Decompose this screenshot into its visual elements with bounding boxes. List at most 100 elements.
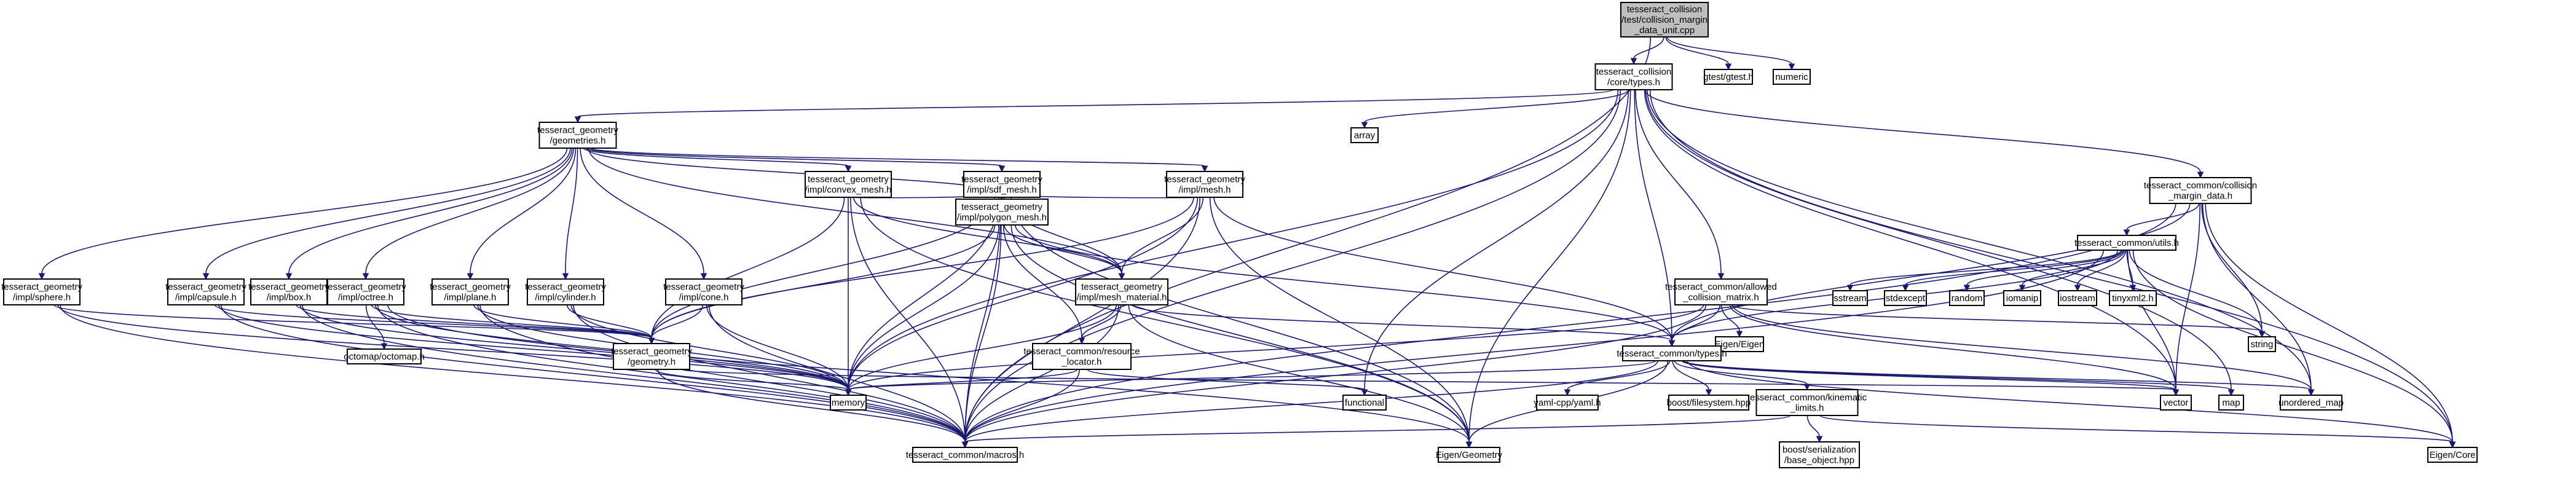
node-label: stdexcept — [1886, 293, 1926, 304]
node-label: /impl/sdf_mesh.h — [967, 185, 1036, 195]
arrowhead — [2258, 331, 2266, 338]
node-cone[interactable]: tesseract_geometry/impl/cone.h — [663, 278, 744, 305]
edge-geometries-to-box — [288, 148, 573, 274]
edge-margin-data-to-utils — [2126, 203, 2200, 230]
edge-polygon-mesh-to-macros — [964, 224, 1002, 443]
node-box — [1884, 290, 1927, 306]
node-label: boost/filesystem.hpp — [1667, 398, 1751, 408]
node-unordered-map[interactable]: unordered_map — [2279, 395, 2344, 411]
node-eigen-eigen[interactable]: Eigen/Eigen — [1715, 336, 1765, 352]
node-label: /impl/cylinder.h — [535, 293, 596, 303]
node-label: numeric — [1775, 72, 1808, 82]
edge-sdf-mesh-to-memory — [848, 197, 999, 390]
node-label: /impl/convex_mesh.h — [805, 185, 892, 195]
node-iomanip[interactable]: iomanip — [2003, 290, 2041, 306]
edge-mesh-to-mesh-material — [1121, 197, 1204, 274]
edge-types-common-to-boost-fs — [1672, 360, 1709, 390]
node-types-collision[interactable]: tesseract_collision/core/types.h — [1594, 63, 1673, 90]
edge-sdf-mesh-to-macros — [964, 197, 1002, 443]
node-label: tesseract_common/resource — [1023, 347, 1140, 357]
node-box — [830, 395, 867, 411]
node-stdexcept[interactable]: stdexcept — [1884, 290, 1927, 306]
node-geometry-h[interactable]: tesseract_geometry/geometry.h — [611, 343, 692, 370]
arrowhead — [467, 273, 474, 280]
edge-octree-to-eigen-geometry — [387, 304, 1470, 443]
node-box — [1622, 345, 1722, 361]
node-boost-serial[interactable]: boost/serialization/base_object.hpp — [1779, 441, 1860, 468]
node-eigen-core[interactable]: Eigen/Core — [2427, 447, 2478, 463]
node-label: Eigen/Eigen — [1715, 339, 1765, 350]
node-allowed-collision[interactable]: tesseract_common/allowed_collision_matri… — [1665, 278, 1777, 305]
edge-margin-data-to-vector — [2175, 203, 2200, 390]
node-utils[interactable]: tesseract_common/utils.h — [2074, 235, 2179, 251]
node-iostream[interactable]: iostream — [2058, 290, 2097, 306]
node-box — [2218, 395, 2244, 411]
node-kinematic-limits[interactable]: tesseract_common/kinematic_limits.h — [1747, 389, 1867, 416]
node-box[interactable]: tesseract_geometry/impl/box.h — [248, 278, 329, 305]
node-octree[interactable]: tesseract_geometry/impl/octree.h — [325, 278, 406, 305]
node-numeric[interactable]: numeric — [1773, 69, 1811, 85]
node-box — [1832, 290, 1868, 306]
edge-utils-to-stdexcept — [1905, 250, 2123, 286]
node-convex-mesh[interactable]: tesseract_geometry/impl/convex_mesh.h — [805, 171, 892, 198]
edge-types-common-to-macros — [964, 360, 1658, 443]
node-array[interactable]: array — [1350, 127, 1379, 143]
edge-margin-data-to-eigen-core — [2205, 203, 2453, 443]
node-box — [250, 278, 328, 305]
node-label: array — [1354, 130, 1376, 141]
node-box — [1166, 171, 1243, 198]
edge-utils-to-eigen-core — [2132, 250, 2453, 443]
node-vector[interactable]: vector — [2160, 395, 2192, 411]
node-label: tesseract_geometry — [1081, 282, 1162, 293]
node-label: functional — [1345, 398, 1384, 408]
node-label: /impl/mesh_material.h — [1077, 293, 1167, 303]
edge-types-common-to-unordered-map — [1684, 360, 2312, 390]
edge-types-collision-to-functional — [1364, 89, 1629, 390]
edge-mesh-to-types-common — [1213, 197, 1672, 341]
edge-root-to-types-collision — [1633, 36, 1664, 59]
edge-mesh-material-to-eigen-geometry — [1128, 304, 1470, 443]
node-label: unordered_map — [2279, 398, 2344, 408]
node-boost-fs[interactable]: boost/filesystem.hpp — [1667, 395, 1751, 411]
node-cylinder[interactable]: tesseract_geometry/impl/cylinder.h — [525, 278, 606, 305]
node-plane[interactable]: tesseract_geometry/impl/plane.h — [430, 278, 511, 305]
arrowhead — [1361, 389, 1368, 396]
node-octomap[interactable]: octomap/octomap.h — [344, 348, 425, 364]
node-resource-locator[interactable]: tesseract_common/resource_locator.h — [1023, 343, 1140, 370]
node-box — [1438, 447, 1500, 463]
node-polygon-mesh[interactable]: tesseract_geometry/impl/polygon_mesh.h — [955, 199, 1049, 226]
node-yaml[interactable]: yaml-cpp/yaml.h — [1534, 395, 1601, 411]
node-geometries[interactable]: tesseract_geometry/geometries.h — [537, 122, 618, 149]
node-types-common[interactable]: tesseract_common/types.h — [1617, 345, 1727, 361]
node-string[interactable]: string — [2248, 336, 2276, 352]
arrowhead — [202, 273, 210, 280]
edge-allowed-collision-to-vector — [1730, 304, 2176, 390]
node-box — [538, 122, 617, 149]
node-label: iostream — [2060, 293, 2095, 304]
edge-kinematic-limits-to-macros — [964, 415, 1791, 443]
node-sphere[interactable]: tesseract_geometry/impl/sphere.h — [1, 278, 82, 305]
node-sstream[interactable]: sstream — [1832, 290, 1868, 306]
node-functional[interactable]: functional — [1342, 395, 1387, 411]
node-label: sstream — [1834, 293, 1866, 304]
node-macros[interactable]: tesseract_common/macros.h — [906, 447, 1025, 463]
node-box — [1342, 395, 1387, 411]
edge-mesh-material-to-memory — [848, 304, 1117, 390]
node-label: tesseract_common/macros.h — [906, 450, 1025, 460]
edge-cylinder-to-memory — [570, 304, 849, 390]
node-capsule[interactable]: tesseract_geometry/impl/capsule.h — [165, 278, 246, 305]
node-margin-data[interactable]: tesseract_common/collision_margin_data.h — [2144, 177, 2257, 204]
node-gtest[interactable]: gtest/gtest.h — [1703, 69, 1754, 85]
arrowhead — [1963, 285, 1971, 292]
node-sdf-mesh[interactable]: tesseract_geometry/impl/sdf_mesh.h — [961, 171, 1042, 198]
node-random[interactable]: random — [1949, 290, 1985, 306]
node-memory[interactable]: memory — [830, 395, 867, 411]
node-eigen-geometry[interactable]: Eigen/Geometry — [1436, 447, 1503, 463]
node-mesh-material[interactable]: tesseract_geometry/impl/mesh_material.h — [1075, 278, 1168, 305]
node-mesh[interactable]: tesseract_geometry/impl/mesh.h — [1164, 171, 1245, 198]
node-box — [1594, 63, 1673, 90]
node-tinyxml2[interactable]: tinyxml2.h — [2109, 290, 2157, 306]
node-map[interactable]: map — [2218, 395, 2244, 411]
node-root[interactable]: tesseract_collision/test/collision_margi… — [1620, 2, 1709, 37]
edge-geometries-to-mesh — [589, 148, 1205, 167]
